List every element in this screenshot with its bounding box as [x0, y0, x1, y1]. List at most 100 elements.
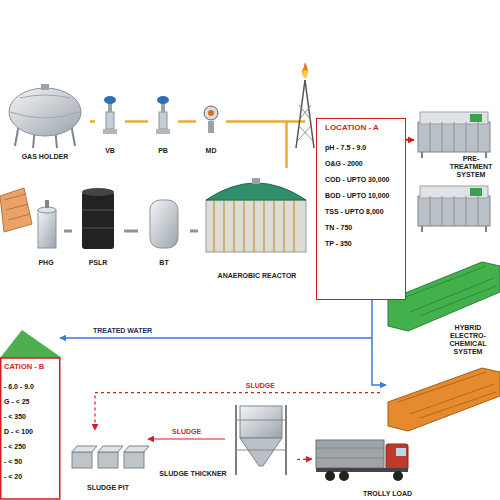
parameter-row: TP - 350: [325, 236, 403, 252]
equipment-node: CATION - B- 6.0 - 9.0G - < 25- < 350D - …: [0, 330, 60, 500]
location-box: [1, 358, 60, 499]
truck-window: [396, 448, 406, 456]
equipment-node: PSLR: [72, 180, 124, 267]
parameter-row: O&G - 2000: [325, 156, 403, 172]
equipment-node: TROLLY LOAD: [312, 420, 412, 498]
tank-body: [150, 200, 178, 248]
meter-illustration: [204, 106, 218, 133]
flow-label: SLUDGE: [246, 382, 275, 390]
unit-cells: [430, 122, 478, 152]
label-block: MD: [196, 147, 226, 155]
tank-bands: [82, 210, 114, 228]
flow-connector: [190, 230, 198, 233]
valve-base: [103, 129, 117, 134]
container-detail: [398, 372, 496, 418]
equipment-label: PRE-TREATMENT SYSTEM: [444, 155, 498, 179]
flow-connector: [124, 230, 138, 233]
truck-illustration: [316, 440, 408, 481]
parameter-list: CATION - B- 6.0 - 9.0G - < 25- < 350D - …: [4, 362, 59, 484]
flow-connector: [297, 458, 312, 460]
label-block: TROLLY LOAD: [312, 490, 412, 498]
location-b-frame: [0, 330, 62, 499]
reactor-illustration: [206, 178, 306, 252]
pretreatment-unit: [418, 186, 490, 232]
flow-connector: [178, 120, 196, 123]
equipment-label: MD: [196, 147, 226, 155]
reactor-dome: [206, 183, 306, 200]
phg-tank-illustration: [38, 200, 56, 248]
sphere-seam: [10, 112, 80, 118]
pslr-tank-illustration: [82, 188, 114, 249]
screen-panel: [0, 188, 32, 232]
equipment-label: SLUDGE PIT: [68, 484, 148, 492]
valve-illustration: [156, 96, 170, 134]
parameter-row: COD - UPTO 30,000: [325, 172, 403, 188]
flow-connector: [148, 438, 225, 439]
unit-tank: [418, 196, 490, 226]
truck-cab: [386, 444, 408, 470]
equipment-label: SLUDGE THICKNER: [158, 470, 228, 478]
flow-connector: [90, 120, 95, 123]
parameter-list: LOCATION - ApH - 7.5 - 9.0O&G - 2000COD …: [325, 122, 403, 252]
label-block: PHG: [28, 259, 64, 267]
truck-wheel: [339, 471, 349, 481]
pit-box: [72, 452, 92, 468]
unit-tank: [418, 122, 490, 152]
equipment-label: GAS HOLDER: [0, 153, 90, 161]
gas-sphere: [9, 88, 81, 136]
screen-bars: [4, 194, 30, 220]
equipment-node: MD: [196, 88, 226, 155]
location-heading: LOCATION - A: [325, 122, 403, 134]
parameter-row: TSS - UPTO 8,000: [325, 204, 403, 220]
bt-tank-illustration: [150, 200, 178, 248]
equipment-label: HYBRID ELECTRO-CHEMICAL SYSTEM: [438, 324, 498, 356]
pit-box: [124, 452, 144, 468]
thickener-tank: [240, 406, 282, 438]
parameter-row: BOD - UPTO 10,000: [325, 188, 403, 204]
flare-flame: [302, 62, 308, 78]
tank-body: [82, 192, 114, 249]
tank-motor: [45, 200, 49, 208]
parameter-row: - 6.0 - 9.0: [4, 379, 59, 394]
reactor-tank: [206, 200, 306, 252]
thickener-frame: [236, 405, 286, 475]
equipment-label: PSLR: [72, 259, 124, 267]
label-block: PB: [148, 147, 178, 155]
flare-bracing: [298, 105, 312, 140]
valve-body: [106, 112, 114, 129]
sludge-pit-illustration: [72, 446, 149, 468]
thickener-illustration: [236, 405, 286, 475]
equipment-node: LOCATION - ApH - 7.5 - 9.0O&G - 2000COD …: [316, 118, 406, 300]
sphere-seam: [20, 95, 70, 98]
container-detail: [398, 266, 496, 316]
valve-body: [159, 112, 167, 129]
equipment-node: ANAEROBIC REACTOR: [198, 168, 316, 280]
label-block: BT: [138, 259, 190, 267]
truck-bed-ribs: [316, 448, 384, 458]
pit-top: [98, 446, 123, 452]
water-branch: [372, 338, 386, 385]
equipment-label: PHG: [28, 259, 64, 267]
unit-cells: [430, 196, 478, 226]
tank-top: [82, 188, 114, 196]
thickener-cone: [240, 438, 282, 466]
equipment-label: BT: [138, 259, 190, 267]
parameter-row: D - < 100: [4, 424, 59, 439]
flow-label: TREATED WATER: [93, 327, 152, 335]
parameter-row: - < 20: [4, 469, 59, 484]
label-block: ANAEROBIC REACTOR: [198, 272, 316, 280]
equipment-node: SLUDGE THICKNER: [225, 398, 297, 480]
parameter-row: - < 250: [4, 439, 59, 454]
meter-dial: [204, 106, 218, 120]
equipment-node: BT: [138, 190, 190, 267]
label-block: HYBRID ELECTRO-CHEMICAL SYSTEM: [438, 324, 498, 356]
valve-cap: [104, 96, 116, 104]
screen-illustration: [0, 188, 32, 232]
label-block: GAS HOLDER: [0, 153, 90, 161]
meter-indicator: [208, 110, 214, 116]
parameter-row: - < 350: [4, 409, 59, 424]
location-heading: CATION - B: [4, 362, 59, 372]
truck-bed: [316, 440, 384, 468]
